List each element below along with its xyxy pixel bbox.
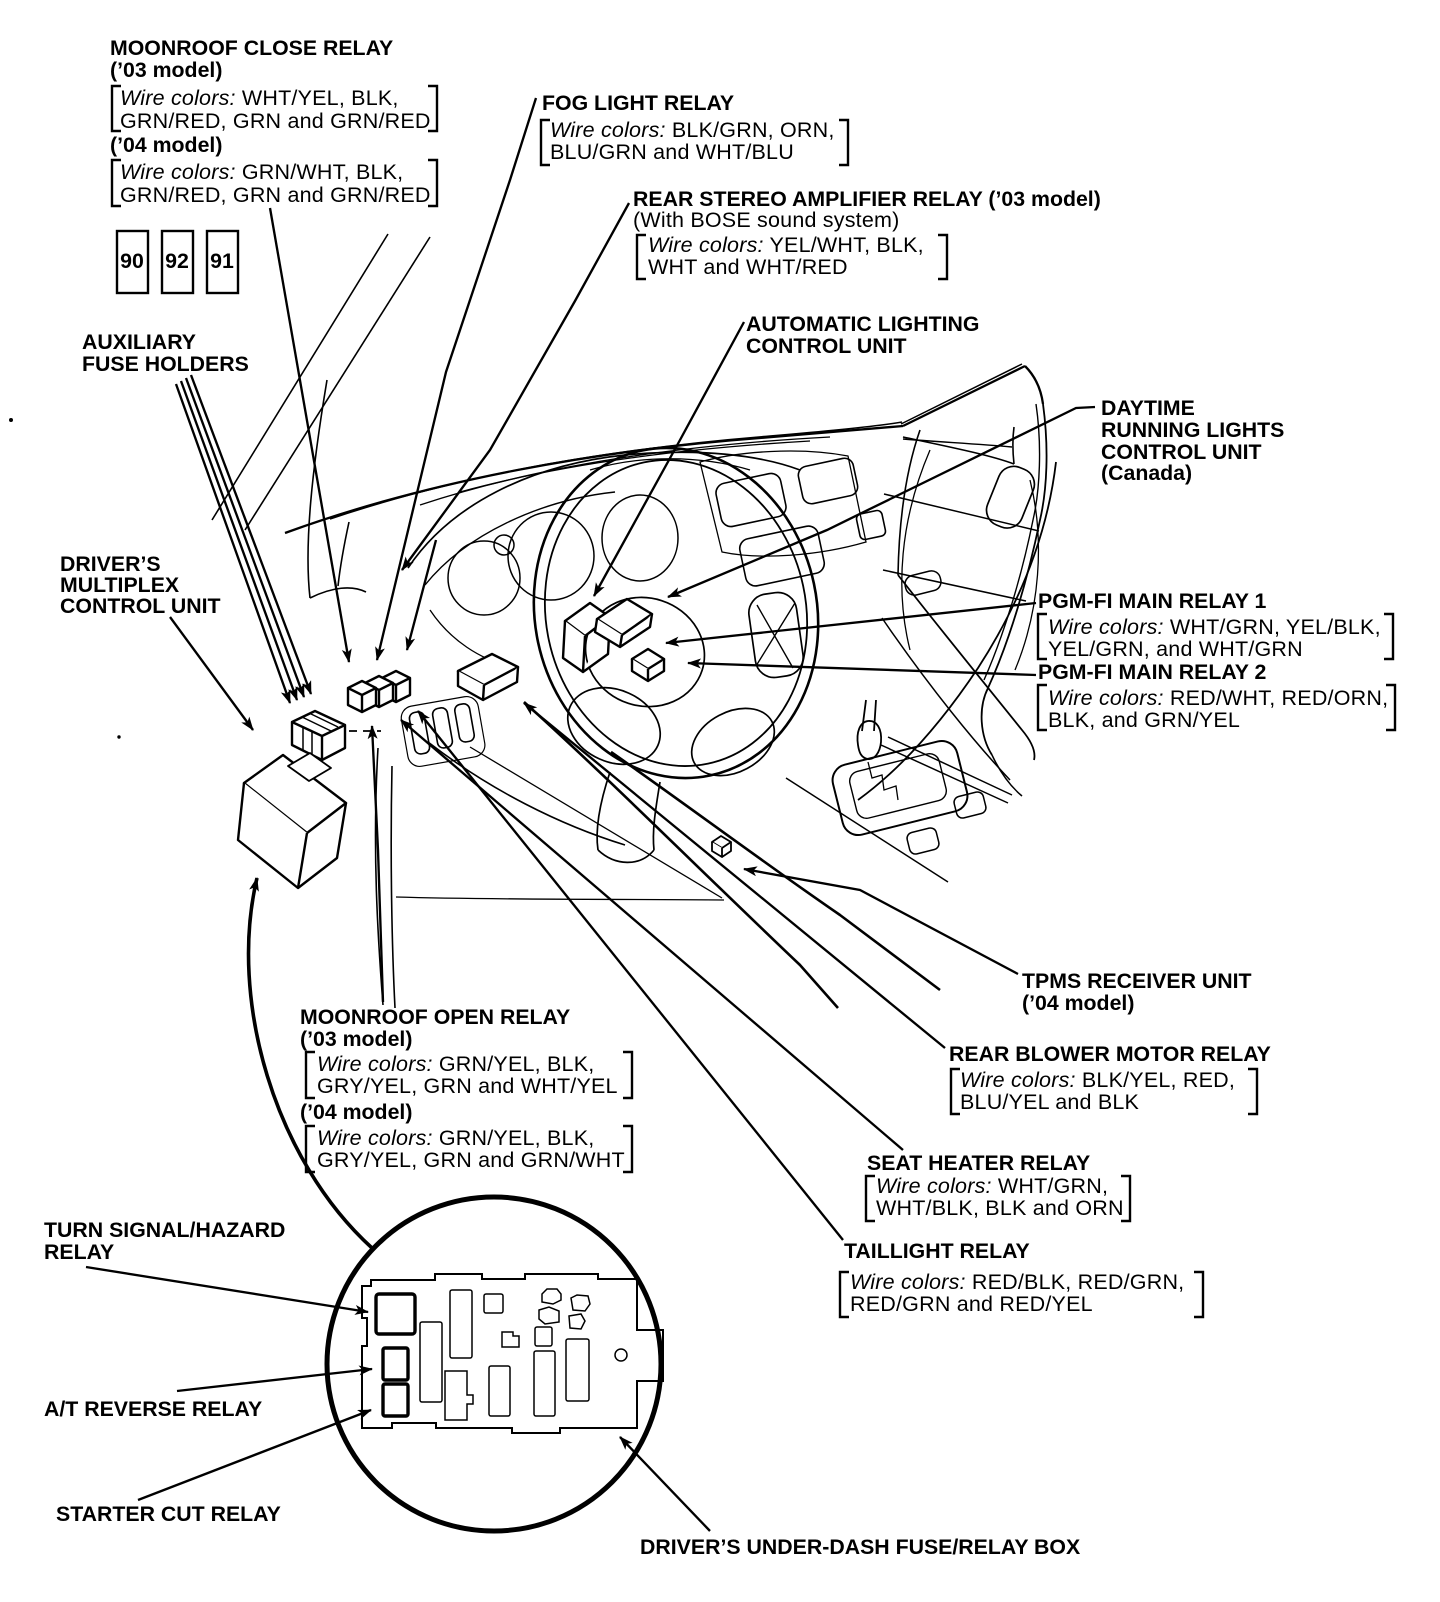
- svg-text:TURN SIGNAL/HAZARD: TURN SIGNAL/HAZARD: [44, 1218, 285, 1242]
- svg-text:GRY/YEL, GRN and WHT/YEL: GRY/YEL, GRN and WHT/YEL: [317, 1074, 618, 1098]
- svg-text:DRIVER’S: DRIVER’S: [60, 552, 161, 576]
- svg-text:(’03 model): (’03 model): [300, 1027, 412, 1051]
- svg-text:MOONROOF CLOSE RELAY: MOONROOF CLOSE RELAY: [110, 36, 393, 60]
- svg-text:STARTER CUT RELAY: STARTER CUT RELAY: [56, 1502, 281, 1526]
- svg-text:BLK, and GRN/YEL: BLK, and GRN/YEL: [1048, 708, 1240, 732]
- svg-text:CONTROL UNIT: CONTROL UNIT: [1101, 440, 1262, 464]
- svg-text:DRIVER’S UNDER-DASH FUSE/RELAY: DRIVER’S UNDER-DASH FUSE/RELAY BOX: [640, 1535, 1081, 1559]
- svg-text:A/T REVERSE RELAY: A/T REVERSE RELAY: [44, 1397, 262, 1421]
- svg-text:Wire colors: WHT/GRN, YEL/BLK,: Wire colors: WHT/GRN, YEL/BLK,: [1048, 615, 1381, 639]
- svg-text:RED/GRN and RED/YEL: RED/GRN and RED/YEL: [850, 1292, 1093, 1316]
- svg-text:REAR STEREO AMPLIFIER RELAY (’: REAR STEREO AMPLIFIER RELAY (’03 model): [633, 187, 1101, 211]
- svg-text:TAILLIGHT RELAY: TAILLIGHT RELAY: [844, 1239, 1030, 1263]
- svg-text:PGM-FI MAIN RELAY 2: PGM-FI MAIN RELAY 2: [1038, 660, 1266, 684]
- svg-text:WHT and WHT/RED: WHT and WHT/RED: [648, 255, 848, 279]
- svg-text:RUNNING LIGHTS: RUNNING LIGHTS: [1101, 418, 1284, 442]
- svg-text:(’03 model): (’03 model): [110, 58, 222, 82]
- svg-text:Wire colors: YEL/WHT, BLK,: Wire colors: YEL/WHT, BLK,: [648, 233, 924, 257]
- svg-text:TPMS RECEIVER UNIT: TPMS RECEIVER UNIT: [1022, 969, 1252, 993]
- svg-text:SEAT HEATER RELAY: SEAT HEATER RELAY: [867, 1151, 1090, 1175]
- svg-text:(’04 model): (’04 model): [1022, 991, 1134, 1015]
- svg-text:RELAY: RELAY: [44, 1240, 114, 1264]
- svg-text:(’04 model): (’04 model): [300, 1100, 412, 1124]
- svg-text:(Canada): (Canada): [1101, 461, 1192, 485]
- svg-text:CONTROL UNIT: CONTROL UNIT: [746, 334, 907, 358]
- svg-text:Wire colors: RED/WHT, RED/ORN,: Wire colors: RED/WHT, RED/ORN,: [1048, 686, 1388, 710]
- svg-text:Wire colors: WHT/YEL, BLK,: Wire colors: WHT/YEL, BLK,: [120, 86, 399, 110]
- svg-text:CONTROL UNIT: CONTROL UNIT: [60, 594, 221, 618]
- svg-text:Wire colors: GRN/YEL, BLK,: Wire colors: GRN/YEL, BLK,: [317, 1052, 594, 1076]
- svg-text:Wire colors: BLK/YEL, RED,: Wire colors: BLK/YEL, RED,: [960, 1068, 1235, 1092]
- svg-text:YEL/GRN, and WHT/GRN: YEL/GRN, and WHT/GRN: [1048, 637, 1303, 661]
- svg-text:Wire colors: BLK/GRN, ORN,: Wire colors: BLK/GRN, ORN,: [550, 118, 835, 142]
- svg-text:MOONROOF OPEN RELAY: MOONROOF OPEN RELAY: [300, 1005, 570, 1029]
- svg-text:GRN/RED, GRN and GRN/RED: GRN/RED, GRN and GRN/RED: [120, 109, 431, 133]
- svg-text:BLU/GRN and WHT/BLU: BLU/GRN and WHT/BLU: [550, 140, 794, 164]
- svg-text:PGM-FI MAIN RELAY 1: PGM-FI MAIN RELAY 1: [1038, 589, 1267, 613]
- svg-text:(’04 model): (’04 model): [110, 133, 222, 157]
- svg-text:FOG LIGHT RELAY: FOG LIGHT RELAY: [542, 91, 734, 115]
- svg-text:BLU/YEL and BLK: BLU/YEL and BLK: [960, 1090, 1140, 1114]
- svg-text:REAR BLOWER MOTOR RELAY: REAR BLOWER MOTOR RELAY: [949, 1042, 1271, 1066]
- svg-text:Wire colors: GRN/WHT, BLK,: Wire colors: GRN/WHT, BLK,: [120, 160, 403, 184]
- svg-text:Wire colors: RED/BLK, RED/GRN,: Wire colors: RED/BLK, RED/GRN,: [850, 1270, 1184, 1294]
- svg-text:WHT/BLK, BLK and ORN: WHT/BLK, BLK and ORN: [876, 1196, 1124, 1220]
- svg-text:GRN/RED, GRN and GRN/RED: GRN/RED, GRN and GRN/RED: [120, 183, 431, 207]
- svg-text:FUSE HOLDERS: FUSE HOLDERS: [82, 352, 249, 376]
- svg-text:MULTIPLEX: MULTIPLEX: [60, 573, 180, 597]
- svg-text:GRY/YEL, GRN and GRN/WHT: GRY/YEL, GRN and GRN/WHT: [317, 1148, 625, 1172]
- svg-text:(With BOSE sound system): (With BOSE sound system): [633, 208, 899, 232]
- svg-text:Wire colors: GRN/YEL, BLK,: Wire colors: GRN/YEL, BLK,: [317, 1126, 594, 1150]
- svg-text:91: 91: [210, 249, 234, 273]
- svg-text:90: 90: [120, 249, 144, 273]
- svg-text:AUTOMATIC LIGHTING: AUTOMATIC LIGHTING: [746, 312, 979, 336]
- svg-text:AUXILIARY: AUXILIARY: [82, 330, 196, 354]
- svg-text:DAYTIME: DAYTIME: [1101, 396, 1195, 420]
- svg-text:Wire colors: WHT/GRN,: Wire colors: WHT/GRN,: [876, 1174, 1108, 1198]
- svg-text:92: 92: [165, 249, 189, 273]
